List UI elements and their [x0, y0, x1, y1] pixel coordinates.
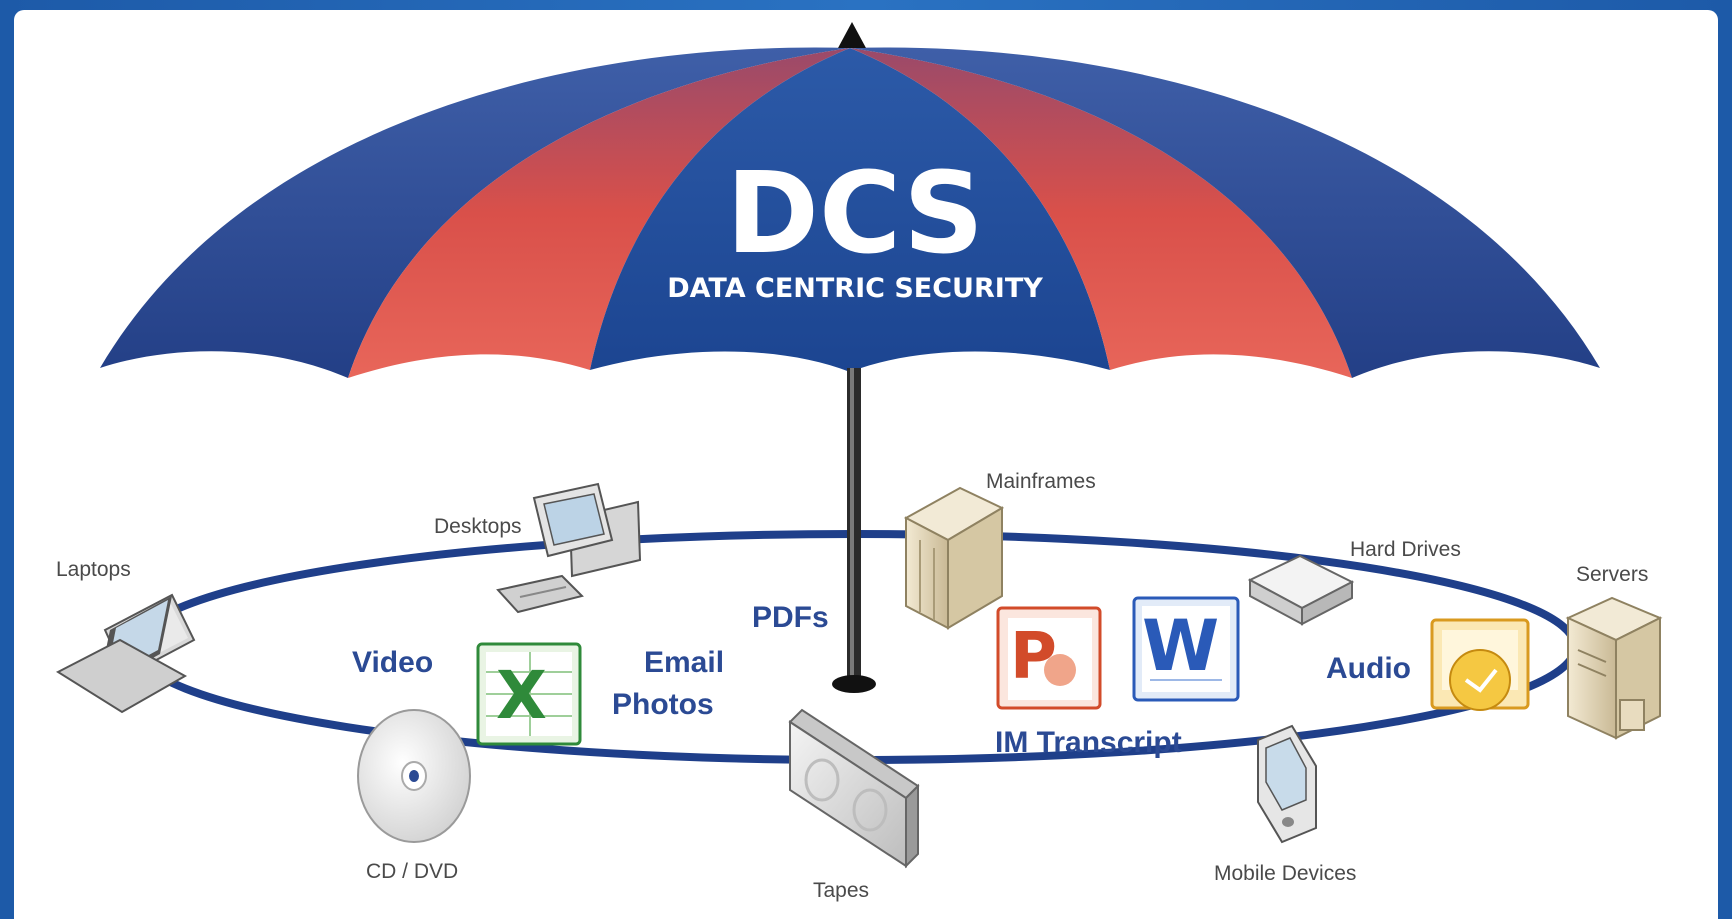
label-mobile-devices: Mobile Devices: [1214, 862, 1356, 885]
label-desktops: Desktops: [434, 515, 522, 538]
word-icon: W: [1132, 596, 1240, 702]
label-tapes: Tapes: [813, 879, 869, 902]
label-photos: Photos: [612, 688, 714, 721]
svg-text:W: W: [1142, 605, 1219, 687]
label-mainframes: Mainframes: [986, 470, 1096, 493]
outlook-icon: [1430, 618, 1530, 711]
svg-text:X: X: [496, 657, 547, 734]
excel-icon: X: [476, 642, 582, 746]
tape-icon: [788, 708, 920, 869]
label-im-transcript: IM Transcript: [995, 726, 1182, 759]
laptop-icon: [55, 593, 196, 714]
label-audio: Audio: [1326, 652, 1411, 685]
server-icon: [1565, 596, 1663, 740]
svg-text:P: P: [1010, 620, 1057, 694]
label-cd-dvd: CD / DVD: [366, 860, 458, 883]
cd-icon: [357, 709, 471, 843]
powerpoint-icon: P: [996, 606, 1102, 710]
label-hard-drives: Hard Drives: [1350, 538, 1461, 561]
umbrella-title: DCS: [726, 149, 984, 279]
hard-drive-icon: [1247, 554, 1355, 626]
label-laptops: Laptops: [56, 558, 131, 581]
mainframe-icon: [903, 486, 1005, 630]
label-email: Email: [644, 646, 724, 679]
umbrella-shaft: [832, 368, 876, 693]
umbrella-canopy: [100, 22, 1600, 379]
label-servers: Servers: [1576, 563, 1648, 586]
label-video: Video: [352, 646, 433, 679]
umbrella-subtitle: DATA CENTRIC SECURITY: [667, 273, 1043, 304]
label-pdfs: PDFs: [752, 601, 829, 634]
mobile-device-icon: [1257, 724, 1317, 844]
desktop-icon: [496, 482, 642, 614]
